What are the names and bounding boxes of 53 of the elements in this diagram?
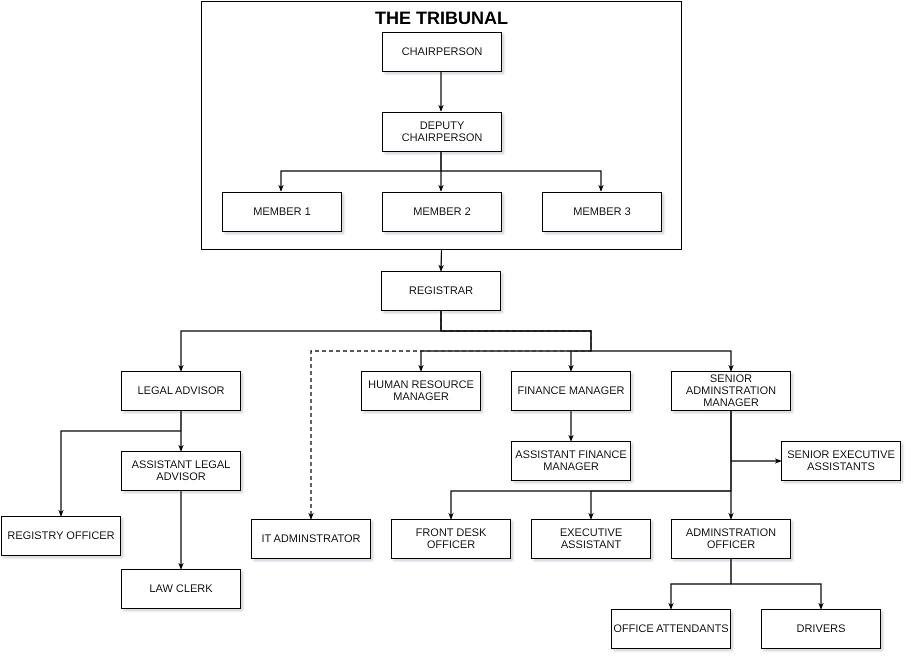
connector-arrow [568, 411, 574, 442]
connector-arrow [438, 250, 444, 272]
dashed-connector [308, 311, 592, 520]
role-box [121, 569, 241, 609]
role-box [382, 192, 502, 232]
role-box [511, 441, 631, 481]
connector-arrow [440, 151, 604, 192]
role-title: LAW CLERK [148, 583, 214, 595]
role-title: IT ADMINSTRATOR [260, 533, 362, 545]
connector-arrow [728, 411, 734, 520]
connector-arrow [438, 71, 444, 112]
role-box [671, 519, 791, 559]
role-title: REGISTRY OFFICER [6, 530, 116, 542]
role-box [121, 371, 241, 411]
role-box [511, 371, 631, 411]
role-box [121, 451, 241, 491]
role-box [671, 371, 791, 411]
role-box [761, 609, 881, 649]
role-title: EXECUTIVE ASSISTANT [558, 527, 624, 551]
role-box [542, 192, 662, 232]
role-title: MEMBER 2 [412, 206, 472, 218]
group-title: THE TRIBUNAL [375, 8, 508, 29]
group-frame [201, 1, 682, 250]
role-title: FRONT DESK OFFICER [414, 527, 488, 551]
role-box [381, 271, 501, 311]
role-title: SENIOR EXECUTIVE ASSISTANTS [786, 449, 896, 473]
connector-arrow [730, 559, 824, 610]
role-box [382, 32, 502, 72]
role-title: ADMINSTRATION OFFICER [684, 527, 778, 551]
role-box [1, 516, 121, 556]
role-title: ASSISTANT FINANCE MANAGER [514, 449, 628, 473]
connector-arrow [58, 411, 182, 517]
role-title: CHAIRPERSON [400, 46, 484, 58]
role-title: MEMBER 1 [252, 206, 312, 218]
role-box [361, 371, 481, 411]
role-box [251, 519, 371, 559]
role-box [222, 192, 342, 232]
role-title: SENIOR ADMINSTRATION MANAGER [684, 373, 778, 409]
role-title: MEMBER 3 [572, 206, 632, 218]
role-title: HUMAN RESOURCE MANAGER [367, 379, 475, 403]
role-title: FINANCE MANAGER [516, 385, 626, 397]
role-title: REGISTRAR [408, 285, 474, 297]
role-title: LEGAL ADVISOR [136, 385, 226, 397]
role-title: DEPUTY CHAIRPERSON [400, 120, 484, 144]
role-box [382, 112, 502, 152]
connector-arrow [178, 491, 184, 570]
role-title: OFFICE ATTENDANTS [612, 623, 730, 635]
role-title: ASSISTANT LEGAL ADVISOR [130, 459, 232, 483]
role-box [531, 519, 651, 559]
role-box [781, 441, 901, 481]
role-box [391, 519, 511, 559]
role-title: DRIVERS [796, 623, 846, 635]
role-box [611, 609, 731, 649]
